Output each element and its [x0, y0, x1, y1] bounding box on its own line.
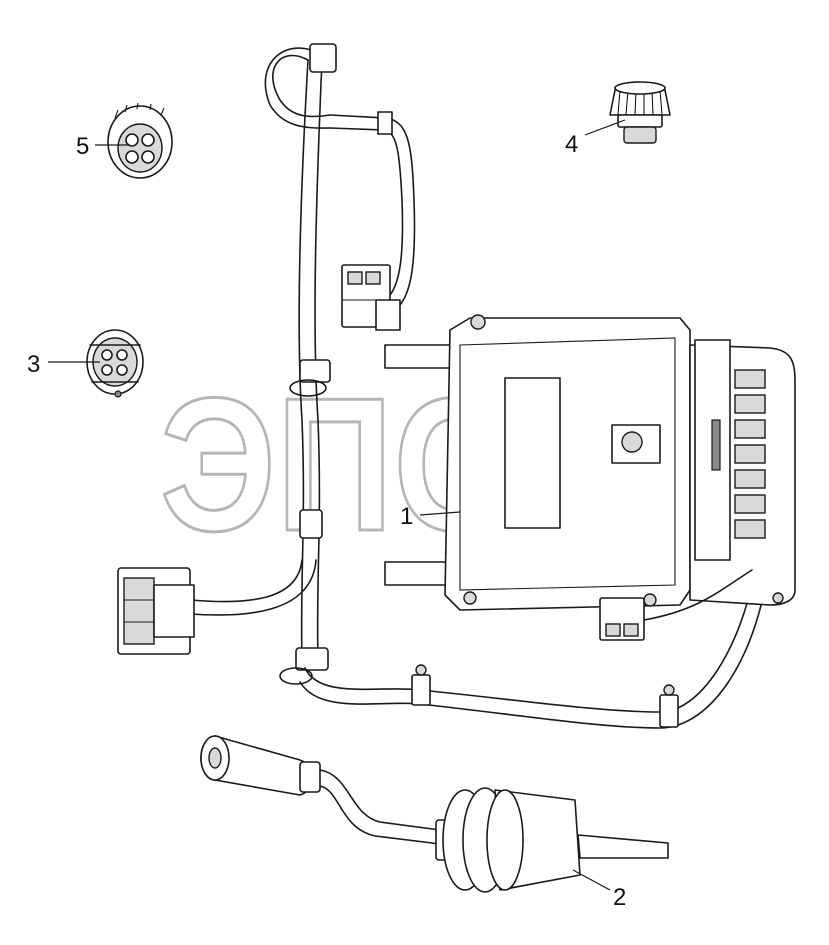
harness-clip-middle: [299, 359, 331, 383]
harness-clip-lower: [299, 509, 323, 539]
part-1-control-unit-harness: [117, 43, 796, 729]
callout-3: 3: [27, 351, 40, 378]
part-2-sensor: [200, 735, 669, 893]
part-5-round-connector: [107, 102, 173, 179]
branch-connector-latch: [375, 299, 401, 331]
control-unit-port: [611, 424, 661, 464]
bracket-tab-top: [384, 344, 451, 369]
connector-pins: [734, 369, 766, 539]
mount-bolt-top: [470, 314, 486, 330]
part-4-cap-connector: [609, 81, 671, 144]
harness-clip-top: [309, 43, 337, 73]
callout-4: 4: [565, 131, 578, 158]
harness-clip-bottom: [295, 647, 329, 671]
control-unit-label: [504, 377, 561, 529]
control-unit-body: [444, 317, 691, 611]
bracket-tab-bottom: [384, 561, 451, 586]
mount-bolt-bottom: [463, 591, 477, 605]
harness-sleeve: [377, 111, 393, 135]
callout-5: 5: [76, 133, 89, 160]
callout-1: 1: [400, 503, 413, 530]
sensor-probe: [577, 834, 669, 859]
cable-tie-1: [411, 674, 431, 706]
callout-2: 2: [613, 884, 626, 911]
part-3-round-connector: [86, 329, 144, 398]
callouts: 1 2 3 4 5: [27, 119, 626, 911]
cable-tie-2: [659, 694, 679, 728]
